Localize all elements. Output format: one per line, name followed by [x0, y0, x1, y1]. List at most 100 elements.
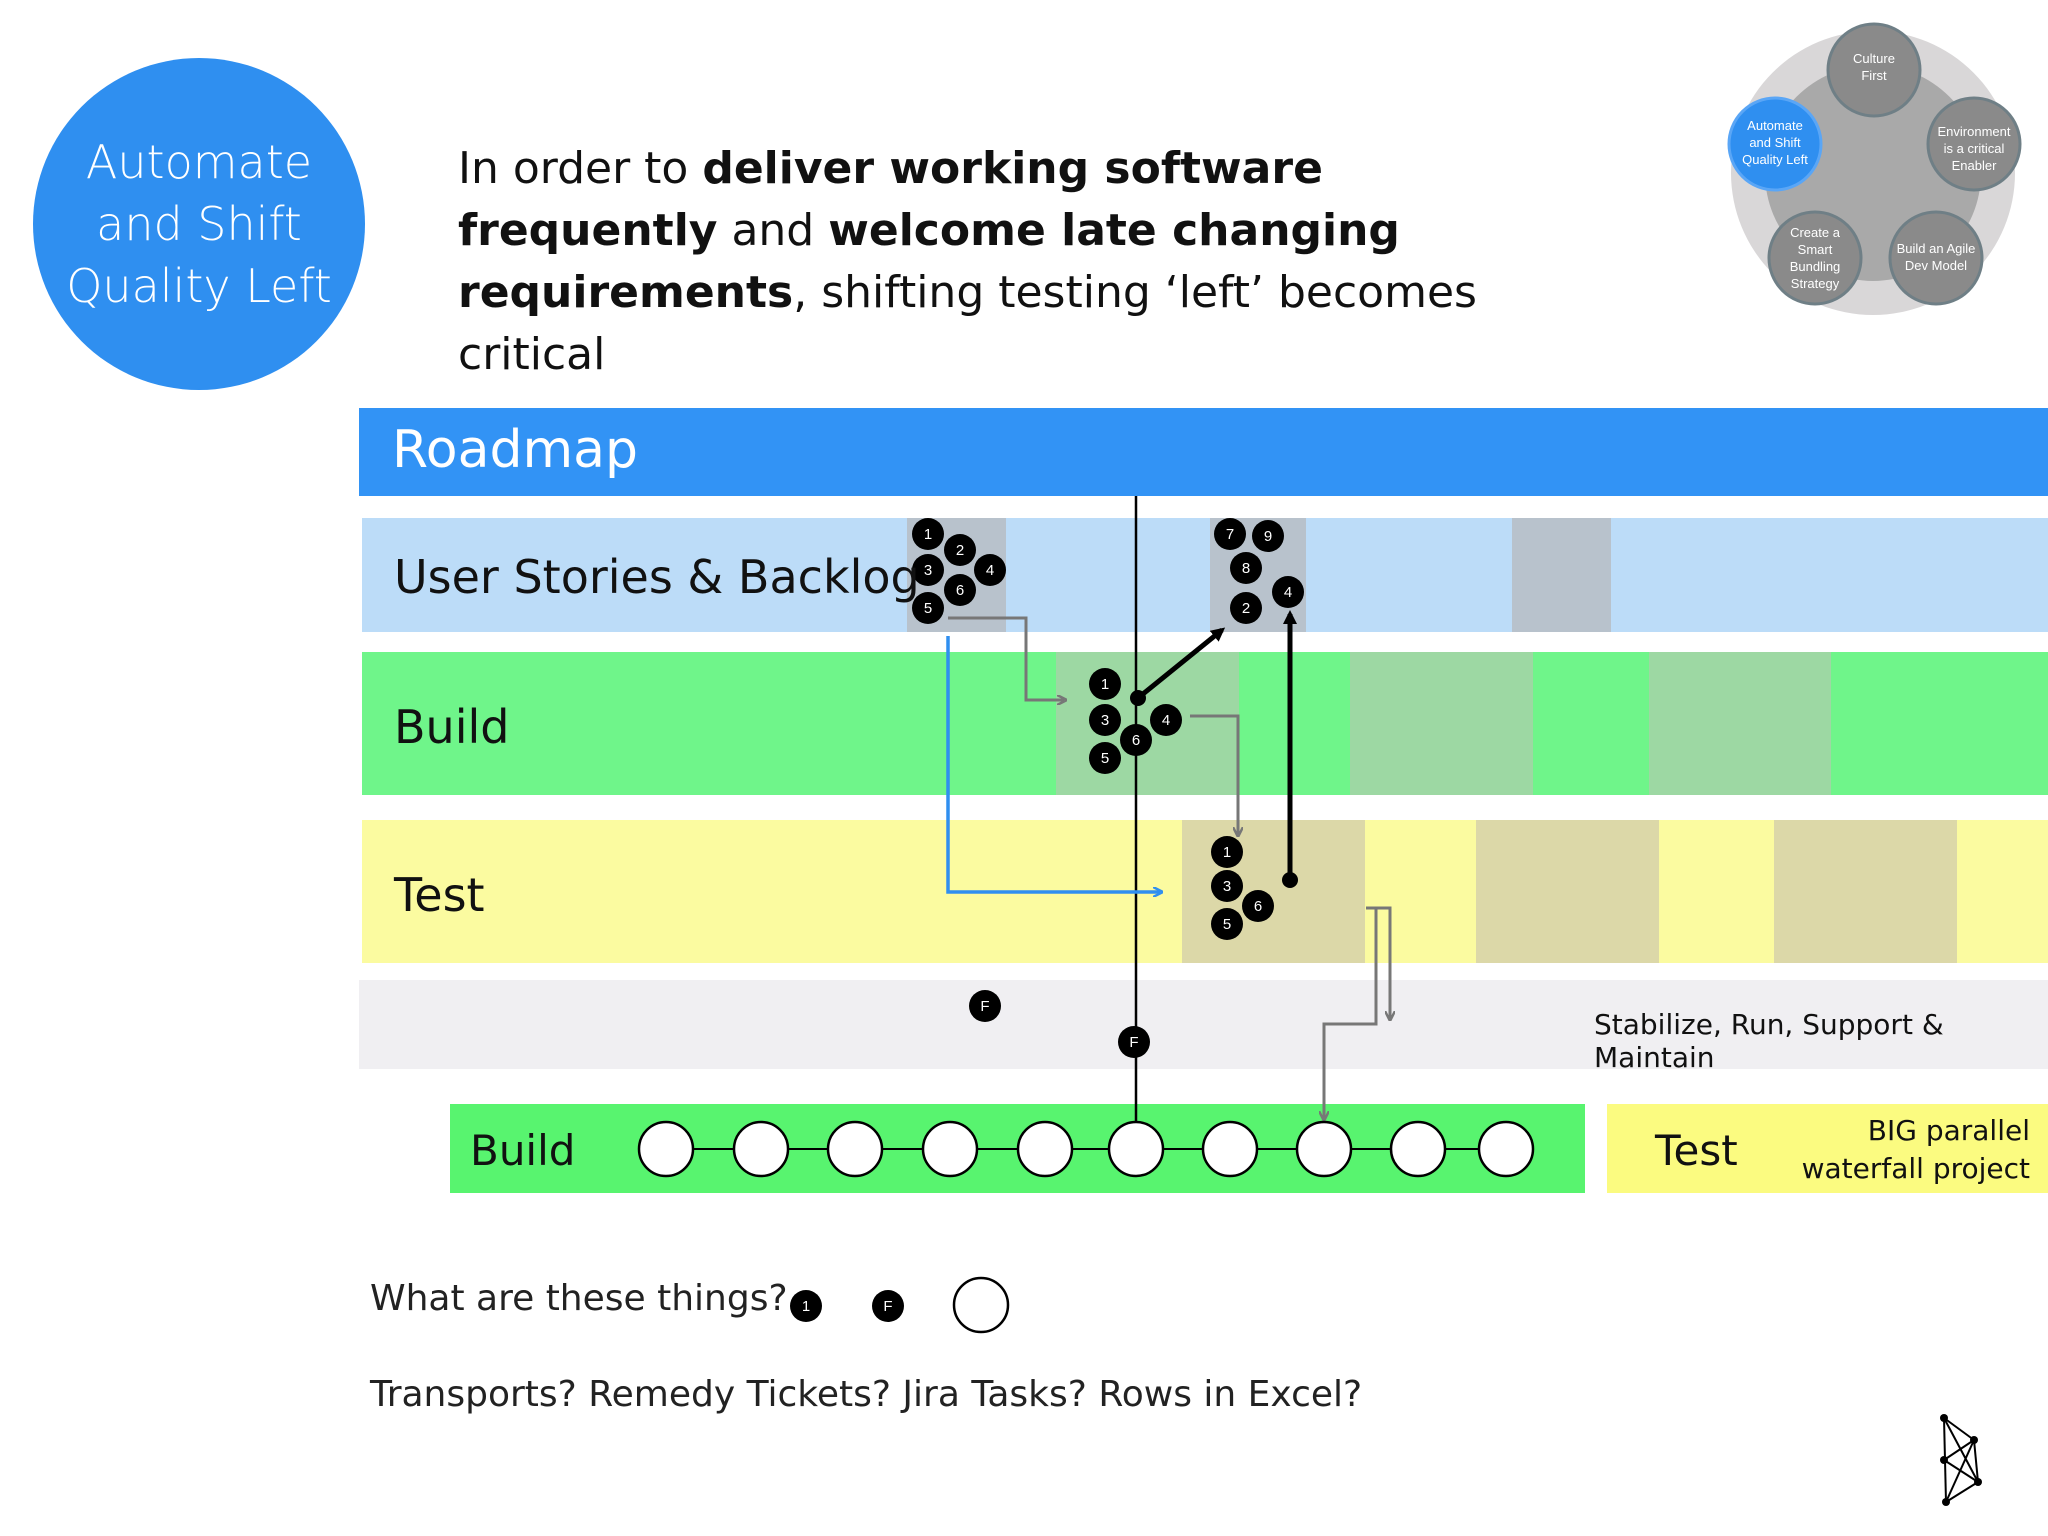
- sprint-block: [1512, 518, 1611, 632]
- waterfall-build-label: Build: [470, 1126, 576, 1175]
- waterfall-ring: [921, 1120, 979, 1178]
- sprint-block: [1350, 652, 1533, 795]
- build-lane-label: Build: [394, 700, 510, 754]
- backlog-token-dot: [912, 592, 944, 624]
- waterfall-chain: [637, 1120, 1535, 1178]
- backlog-token-dot: [1252, 520, 1284, 552]
- backlog-token-label: 6: [956, 582, 964, 599]
- build-token-dot: [1089, 704, 1121, 736]
- sprint-block: [1056, 652, 1239, 795]
- test-token-dot: [1211, 870, 1243, 902]
- waterfall-ring: [1016, 1120, 1074, 1178]
- brand-logo-icon: [1940, 1414, 1982, 1506]
- waterfall-ring: [1107, 1120, 1165, 1178]
- backlog-lane: [362, 518, 2048, 632]
- legend-ring: [952, 1276, 1010, 1334]
- waterfall-ring: [1389, 1120, 1447, 1178]
- build-token-dot: [1150, 704, 1182, 736]
- sprint-block: [1774, 820, 1957, 963]
- section-badge: Automate and Shift Quality Left: [33, 58, 365, 390]
- backlog-token-label: 1: [924, 526, 932, 543]
- wheel-node-agile: [1888, 210, 1984, 306]
- backlog-token-dot: [944, 534, 976, 566]
- wheel-label-agile: Build an Agile Dev Model: [1896, 241, 1976, 273]
- backlog-token-dot: [1230, 552, 1262, 584]
- legend-f-label: F: [883, 1298, 892, 1315]
- arrow-test-to-stabilize: [1366, 906, 1390, 1018]
- backlog-token-dot: [974, 554, 1006, 586]
- backlog-token-label: 7: [1226, 526, 1234, 543]
- question-what-things: What are these things?: [370, 1278, 788, 1319]
- wheel-node-bundling: [1767, 210, 1863, 306]
- build-token-dot: [1089, 742, 1121, 774]
- build-token-label: 5: [1101, 750, 1109, 767]
- wheel-label-environment: Environment is a critical Enabler: [1937, 124, 2011, 173]
- roadmap-title: Roadmap: [392, 420, 639, 480]
- sprint-block: [1649, 652, 1831, 795]
- arrow-build-to-test: [1190, 714, 1238, 834]
- build-token-dot: [1120, 724, 1152, 756]
- backlog-token-label: 2: [1242, 600, 1250, 617]
- backlog-token-label: 3: [924, 562, 932, 579]
- question-candidates: Transports? Remedy Tickets? Jira Tasks? …: [370, 1374, 1363, 1415]
- backlog-token-label: 4: [986, 562, 994, 579]
- wheel-node-culture: [1826, 22, 1922, 118]
- sprint-block: [1476, 820, 1659, 963]
- wheel-label-culture: Culture First: [1853, 51, 1895, 83]
- build-token-label: 4: [1162, 712, 1170, 729]
- backlog-token-label: 5: [924, 600, 932, 617]
- waterfall-ring: [826, 1120, 884, 1178]
- waterfall-note: BIG parallel waterfall project: [1801, 1114, 2030, 1185]
- test-token-label: 6: [1254, 898, 1262, 915]
- arrow-backlog-to-test: [946, 636, 1160, 892]
- backlog-token-label: 2: [956, 542, 964, 559]
- stabilize-lane-label: Stabilize, Run, Support & Maintain: [1594, 1008, 1944, 1074]
- badge-title: Automate and Shift Quality Left: [66, 135, 332, 313]
- waterfall-ring: [1477, 1120, 1535, 1178]
- arrow-backlog-to-build: [948, 616, 1064, 700]
- backlog-token-label: 4: [1284, 584, 1292, 601]
- wheel-label-automate: Automate and Shift Quality Left: [1742, 118, 1808, 167]
- test-token-label: 3: [1223, 878, 1231, 895]
- arrow-origin-dot: [1282, 872, 1298, 888]
- backlog-token-label: 8: [1242, 560, 1250, 577]
- waterfall-ring: [637, 1120, 695, 1178]
- build-token-dot: [1089, 668, 1121, 700]
- legend-f-dot: [872, 1290, 904, 1322]
- test-token-label: 1: [1223, 844, 1231, 861]
- legend-token-dot: [790, 1290, 822, 1322]
- test-token-dot: [1242, 890, 1274, 922]
- feature-token-dot: [1118, 1026, 1150, 1058]
- waterfall-test-bar: [1607, 1104, 2048, 1193]
- feature-token-label: F: [1129, 1034, 1138, 1051]
- build-token-label: 6: [1132, 732, 1140, 749]
- backlog-token-dot: [912, 554, 944, 586]
- backlog-token-dot: [944, 574, 976, 606]
- feature-token-label: F: [980, 998, 989, 1015]
- build-token-label: 1: [1101, 676, 1109, 693]
- arrow-origin-dot: [1130, 690, 1146, 706]
- wheel-label-bundling: Create a Smart Bundling Strategy: [1789, 225, 1841, 291]
- roadmap-lane: [359, 408, 2048, 496]
- backlog-token-dot: [912, 518, 944, 550]
- waterfall-ring: [1201, 1120, 1259, 1178]
- backlog-lane-label: User Stories & Backlog: [394, 550, 920, 604]
- test-lane-label: Test: [394, 868, 485, 922]
- wheel-node-automate: [1727, 96, 1823, 192]
- legend-token-label: 1: [802, 1298, 810, 1315]
- waterfall-ring: [732, 1120, 790, 1178]
- test-token-label: 5: [1223, 916, 1231, 933]
- backlog-token-dot: [1272, 576, 1304, 608]
- stabilize-lane: [359, 980, 2048, 1069]
- backlog-token-dot: [1214, 518, 1246, 550]
- backlog-token-dot: [1230, 592, 1262, 624]
- sprint-block: [1182, 820, 1365, 963]
- feature-token-dot: [969, 990, 1001, 1022]
- waterfall-test-label: Test: [1655, 1126, 1738, 1175]
- test-token-dot: [1211, 836, 1243, 868]
- arrow-stabilize-to-waterfall: [1324, 908, 1378, 1118]
- waterfall-ring: [1295, 1120, 1353, 1178]
- pillars-wheel: [1727, 22, 2022, 315]
